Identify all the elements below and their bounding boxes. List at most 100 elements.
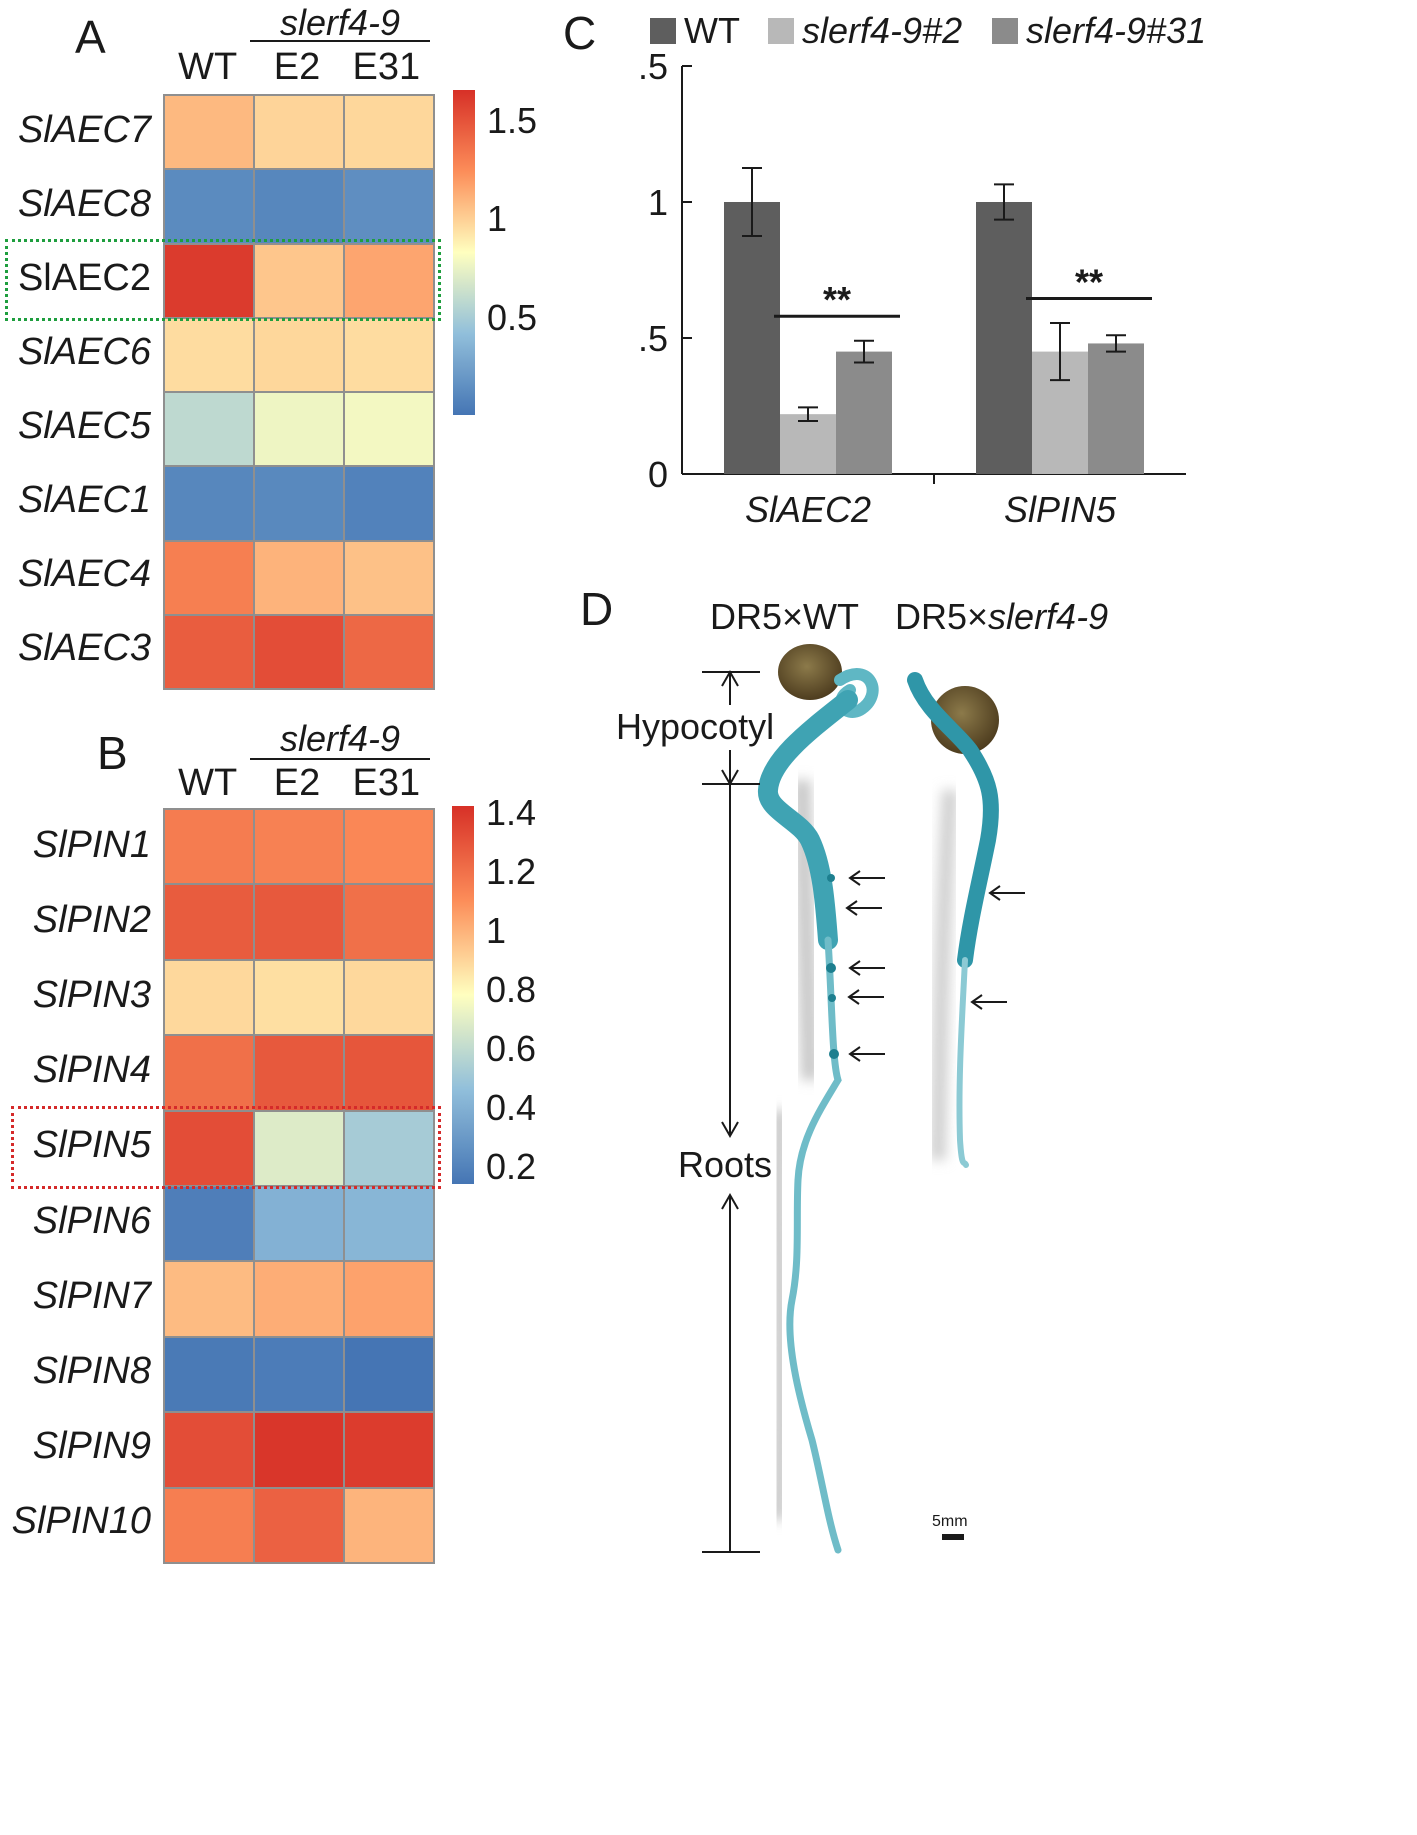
heatmap-a-highlight-box bbox=[5, 239, 441, 321]
hypocotyl-label: Hypocotyl bbox=[616, 706, 775, 747]
seedling-label-mutant: DR5×slerf4-9 bbox=[895, 596, 1108, 638]
heatmap-cell bbox=[165, 393, 253, 466]
heatmap-cell bbox=[345, 96, 433, 169]
heatmap-cell bbox=[255, 318, 343, 391]
seedling-label-mutant-prefix: DR5× bbox=[895, 596, 989, 637]
arrow-icon bbox=[847, 989, 884, 1005]
heatmap-cell bbox=[345, 1488, 433, 1562]
colorbar-tick-label: 1 bbox=[487, 198, 508, 240]
y-tick-label: 1 bbox=[648, 182, 668, 223]
legend-swatch bbox=[650, 18, 676, 44]
arrow-icon bbox=[988, 885, 1025, 901]
arrow-icon bbox=[848, 960, 885, 976]
wt-lateral-root-primordium bbox=[826, 963, 836, 973]
legend-swatch bbox=[992, 18, 1018, 44]
heatmap-cell bbox=[165, 244, 253, 317]
legend-label: slerf4-9#2 bbox=[802, 10, 962, 51]
seedling-label-wt: DR5×WT bbox=[710, 596, 860, 637]
heatmap-cell bbox=[255, 1262, 343, 1336]
heatmap-cell bbox=[345, 467, 433, 540]
heatmap-cell bbox=[165, 1262, 253, 1336]
arrow-icon bbox=[848, 870, 885, 886]
heatmap-cell bbox=[255, 170, 343, 243]
panel-letter-d: D bbox=[580, 583, 614, 635]
heatmap-cell bbox=[345, 1111, 433, 1185]
heatmap-row-label: SlAEC2 bbox=[17, 257, 151, 299]
heatmap-cell bbox=[165, 1187, 253, 1261]
heatmap-cell bbox=[255, 244, 343, 317]
heatmap-cell bbox=[165, 1111, 253, 1185]
heatmap-cell bbox=[255, 885, 343, 959]
scale-bar bbox=[942, 1534, 964, 1540]
heatmap-a-grid bbox=[163, 94, 435, 690]
arrow-icon bbox=[845, 900, 882, 916]
colorbar-tick-label: 1 bbox=[486, 910, 507, 952]
heatmap-row-label: SlPIN10 bbox=[11, 1500, 151, 1543]
heatmap-cell bbox=[345, 1413, 433, 1487]
colorbar-tick-label: 1.4 bbox=[486, 791, 537, 833]
heatmap-row-label: SlPIN1 bbox=[32, 823, 151, 866]
heatmap-cell bbox=[255, 467, 343, 540]
heatmap-row-label: SlPIN8 bbox=[32, 1350, 151, 1392]
heatmap-row-label: SlPIN9 bbox=[32, 1425, 151, 1468]
heatmap-row-label: SlAEC1 bbox=[17, 479, 151, 521]
heatmap-cell bbox=[345, 615, 433, 688]
y-tick-label: 1.5 bbox=[640, 46, 668, 87]
wt-hypocotyl bbox=[758, 690, 858, 950]
heatmap-cell bbox=[255, 1413, 343, 1487]
heatmap-cell bbox=[165, 170, 253, 243]
roots-arrowhead-up bbox=[721, 1192, 739, 1210]
bar bbox=[724, 202, 780, 474]
heatmap-cell bbox=[345, 318, 433, 391]
heatmap-row-label: SlPIN5 bbox=[32, 1124, 151, 1167]
primordium-arrows bbox=[845, 870, 1025, 1062]
colorbar-tick-label: 0.6 bbox=[486, 1028, 537, 1070]
wt-root-shadow bbox=[770, 1109, 789, 1521]
colorbar-tick-label: 1.2 bbox=[486, 850, 537, 892]
heatmap-cell bbox=[165, 1036, 253, 1110]
bar bbox=[1088, 343, 1144, 474]
bar bbox=[976, 202, 1032, 474]
panel-letter-a: A bbox=[75, 11, 106, 63]
legend-swatch bbox=[768, 18, 794, 44]
heatmap-row-label: SlPIN2 bbox=[32, 898, 151, 941]
seedling-illustration bbox=[702, 644, 1025, 1554]
mut-root bbox=[956, 957, 969, 1168]
heatmap-cell bbox=[345, 1337, 433, 1412]
heatmap-cell bbox=[165, 960, 253, 1035]
heatmap-cell bbox=[345, 1262, 433, 1336]
heatmap-column-header: WT bbox=[178, 762, 238, 804]
seedling-label-mutant-genotype: slerf4-9 bbox=[988, 596, 1109, 637]
panel-letter-c: C bbox=[563, 7, 597, 59]
heatmap-row-label: SlAEC5 bbox=[17, 405, 151, 447]
y-tick-label: 0.5 bbox=[640, 318, 668, 359]
heatmap-cell bbox=[165, 1488, 253, 1562]
heatmap-a-group-line bbox=[250, 40, 430, 42]
arrow-icon bbox=[970, 994, 1007, 1010]
heatmap-cell bbox=[345, 244, 433, 317]
heatmap-cell bbox=[345, 885, 433, 959]
heatmap-b-group-label: slerf4-9 bbox=[279, 718, 401, 759]
heatmap-row-label: SlPIN4 bbox=[32, 1049, 151, 1092]
roots-arrowhead-down bbox=[721, 1121, 739, 1139]
hypocotyl-arrowhead-up bbox=[721, 669, 739, 687]
heatmap-column-header: WT bbox=[178, 46, 238, 88]
heatmap-row-label: SlAEC8 bbox=[17, 183, 151, 225]
heatmap-column-header: E2 bbox=[273, 762, 321, 804]
heatmap-cell bbox=[345, 960, 433, 1035]
heatmap-b-highlight-box bbox=[11, 1105, 441, 1189]
heatmap-column-header: E2 bbox=[273, 46, 321, 88]
heatmap-cell bbox=[255, 541, 343, 614]
heatmap-cell bbox=[165, 615, 253, 688]
heatmap-cell bbox=[255, 1337, 343, 1412]
heatmap-cell bbox=[165, 318, 253, 391]
heatmap-cell bbox=[165, 1413, 253, 1487]
heatmap-row-label: SlAEC4 bbox=[17, 553, 151, 595]
roots-label: Roots bbox=[678, 1144, 773, 1185]
wt-lateral-root-primordium bbox=[827, 874, 835, 882]
heatmap-cell bbox=[345, 170, 433, 243]
heatmap-cell bbox=[255, 1036, 343, 1110]
wt-root bbox=[786, 936, 842, 1554]
x-tick-label: SlPIN5 bbox=[1004, 489, 1117, 530]
significance-label: ** bbox=[1075, 262, 1103, 303]
